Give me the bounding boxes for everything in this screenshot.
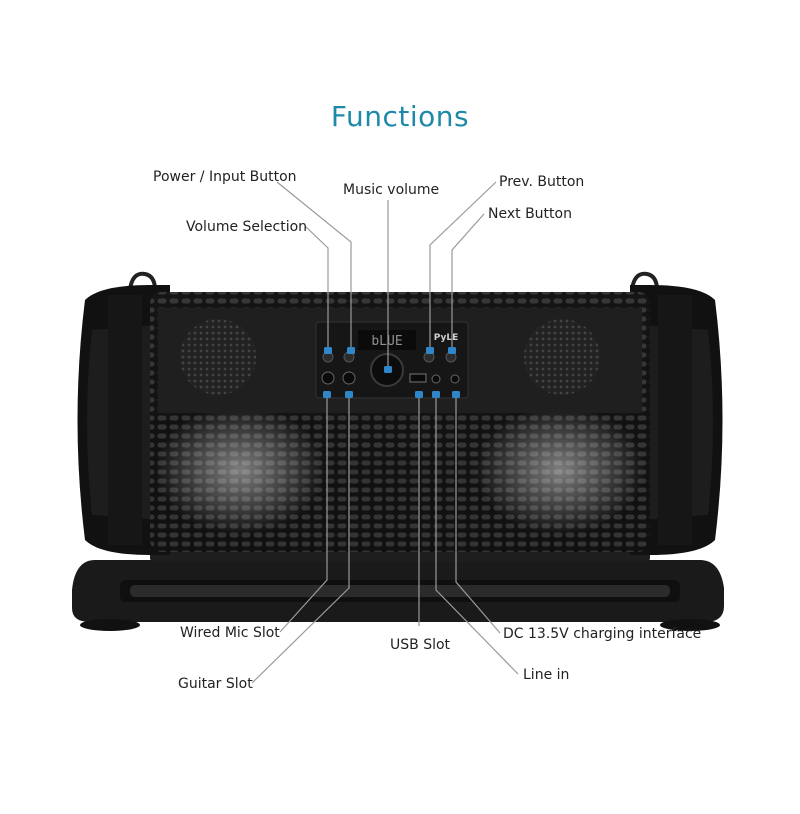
brand-logo-text: PyLE [434,333,459,343]
guitar-jack[interactable] [342,371,356,385]
label-guitar-slot: Guitar Slot [178,676,253,692]
control-panel: bLUE PyLE [315,321,469,399]
marker-wired-mic [323,391,331,398]
right-light-glow [475,405,645,535]
usb-port[interactable] [409,373,427,383]
leader-guitar [251,393,350,684]
leader-lines [251,181,519,684]
marker-line-in [432,391,440,398]
label-dc-charging-interface: DC 13.5V charging interface [503,626,702,642]
marker-usb [415,391,423,398]
leader-next [451,213,485,352]
marker-guitar [345,391,353,398]
label-volume-selection: Volume Selection [186,219,308,235]
leader-dc [455,393,501,634]
marker-volume-selection [324,347,332,354]
marker-prev [426,347,434,354]
callout-markers [323,347,460,398]
marker-power-input [347,347,355,354]
leader-line-in [435,393,519,675]
dc-jack[interactable] [450,374,460,384]
left-tweeter [180,319,256,395]
led-display [358,330,416,350]
diagram-title: Functions [330,100,470,133]
speaker-stand [72,548,724,631]
label-power-input-button: Power / Input Button [153,169,297,185]
leader-volume-selection [304,225,329,352]
label-wired-mic-slot: Wired Mic Slot [180,625,280,641]
line-in-jack[interactable] [431,374,441,384]
marker-dc [452,391,460,398]
leader-prev [429,181,497,352]
label-prev-button: Prev. Button [499,174,585,190]
right-hook [630,271,659,291]
left-light-glow [155,405,325,535]
marker-music-volume [384,366,392,373]
right-end-cap [630,285,723,555]
leader-wired-mic [279,393,328,633]
label-next-button: Next Button [488,206,572,222]
leader-power-input [276,181,352,352]
label-line-in: Line in [523,667,570,683]
label-music-volume: Music volume [343,182,440,198]
led-display-text: bLUE [371,334,402,349]
mic-jack[interactable] [321,371,335,385]
marker-next [448,347,456,354]
left-hook [128,271,157,291]
label-usb-slot: USB Slot [390,637,451,653]
left-end-cap [77,285,170,555]
right-tweeter [524,319,600,395]
